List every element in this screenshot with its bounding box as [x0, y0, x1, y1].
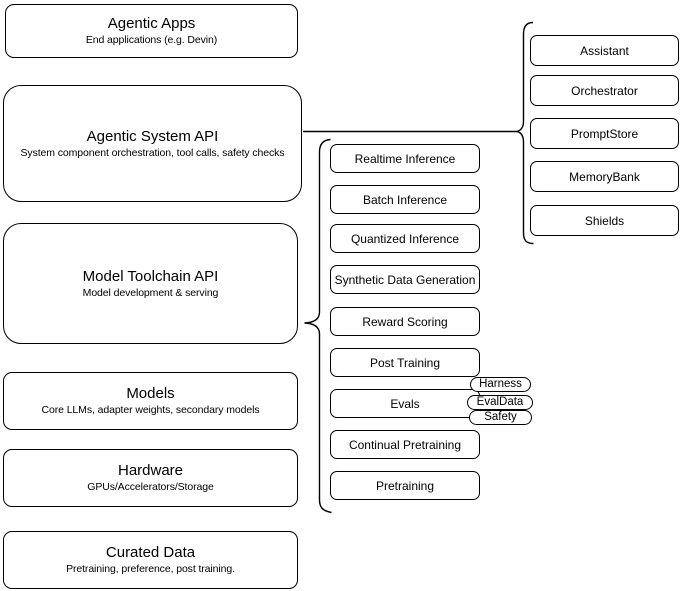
box-title: Model Toolchain API [82, 267, 219, 285]
chip-synthetic-data-generation[interactable]: Synthetic Data Generation [330, 265, 480, 294]
pill-label: Harness [479, 377, 522, 390]
chip-label: Pretraining [375, 478, 435, 493]
chip-orchestrator[interactable]: Orchestrator [530, 75, 679, 106]
box-agentic-system-api[interactable]: Agentic System API System component orch… [3, 85, 302, 202]
pill-evaldata[interactable]: EvalData [467, 395, 533, 410]
chip-label: Batch Inference [362, 192, 448, 207]
chip-label: Synthetic Data Generation [334, 272, 476, 287]
system-components-bracket [516, 21, 534, 245]
chip-label: Shields [584, 213, 625, 228]
chip-promptstore[interactable]: PromptStore [530, 118, 679, 149]
chip-post-training[interactable]: Post Training [330, 348, 480, 377]
chip-realtime-inference[interactable]: Realtime Inference [330, 144, 480, 173]
chip-label: Evals [390, 396, 420, 411]
chip-label: Quantized Inference [350, 231, 460, 246]
chip-label: Post Training [369, 355, 441, 370]
chip-label: Reward Scoring [362, 314, 448, 329]
chip-label: Orchestrator [571, 83, 638, 98]
box-title: Hardware [117, 462, 184, 479]
box-title: Agentic System API [86, 127, 219, 145]
chip-memorybank[interactable]: MemoryBank [530, 161, 679, 192]
box-title: Agentic Apps [107, 15, 196, 32]
chip-pretraining[interactable]: Pretraining [330, 471, 480, 500]
box-subtitle: Pretraining, preference, post training. [66, 563, 235, 575]
box-title: Curated Data [105, 544, 196, 561]
chip-label: Continual Pretraining [348, 437, 462, 452]
box-hardware[interactable]: Hardware GPUs/Accelerators/Storage [3, 449, 298, 507]
chip-batch-inference[interactable]: Batch Inference [330, 185, 480, 214]
box-agentic-apps[interactable]: Agentic Apps End applications (e.g. Devi… [5, 4, 298, 58]
chip-label: PromptStore [570, 126, 639, 141]
pill-harness[interactable]: Harness [470, 377, 531, 392]
box-title: Models [126, 385, 175, 402]
chip-label: Realtime Inference [354, 151, 456, 166]
chip-label: MemoryBank [569, 169, 640, 184]
chip-shields[interactable]: Shields [530, 205, 679, 236]
box-subtitle: Model development & serving [82, 286, 219, 299]
chip-quantized-inference[interactable]: Quantized Inference [330, 224, 480, 253]
box-models[interactable]: Models Core LLMs, adapter weights, secon… [3, 372, 298, 430]
box-model-toolchain-api[interactable]: Model Toolchain API Model development & … [3, 223, 298, 344]
chip-evals[interactable]: Evals [330, 389, 480, 418]
box-subtitle: End applications (e.g. Devin) [85, 34, 218, 46]
box-subtitle: System component orchestration, tool cal… [20, 146, 285, 159]
box-curated-data[interactable]: Curated Data Pretraining, preference, po… [3, 531, 298, 589]
chip-reward-scoring[interactable]: Reward Scoring [330, 307, 480, 336]
toolchain-brace [304, 138, 332, 514]
box-subtitle: Core LLMs, adapter weights, secondary mo… [41, 404, 260, 416]
chip-assistant[interactable]: Assistant [530, 35, 679, 66]
pill-label: Safety [484, 410, 517, 423]
chip-label: Assistant [580, 43, 629, 58]
box-subtitle: GPUs/Accelerators/Storage [87, 481, 214, 493]
chip-continual-pretraining[interactable]: Continual Pretraining [330, 430, 480, 459]
pill-safety[interactable]: Safety [469, 410, 532, 425]
pill-label: EvalData [476, 395, 524, 408]
